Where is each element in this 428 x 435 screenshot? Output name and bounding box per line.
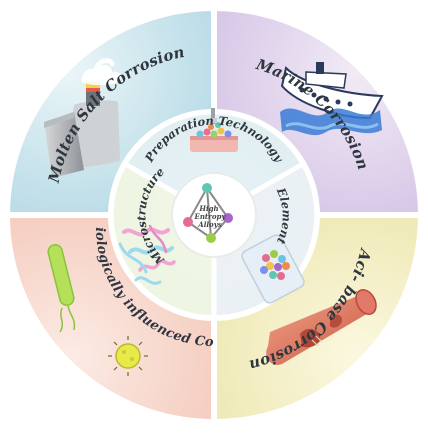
center-label-line1: High: [198, 204, 218, 213]
atom-cluster-icon: [241, 234, 305, 304]
grain-fibers-icon: [118, 224, 176, 285]
bacteria-icon: [47, 243, 148, 376]
bacteria-coccus: [108, 336, 148, 376]
power-plant-cooling-tower-icon: [44, 58, 121, 178]
ship-on-waves-icon: [280, 62, 384, 136]
melting-crucible-icon: [190, 108, 238, 152]
center-label-line3: Alloys: [197, 220, 221, 229]
tetrahedral-lattice-icon: [183, 183, 233, 243]
corroded-pipe-icon: [266, 289, 377, 365]
center-label-line2: Entropy: [194, 212, 227, 221]
center-hub: High Entropy Alloys: [171, 172, 257, 258]
